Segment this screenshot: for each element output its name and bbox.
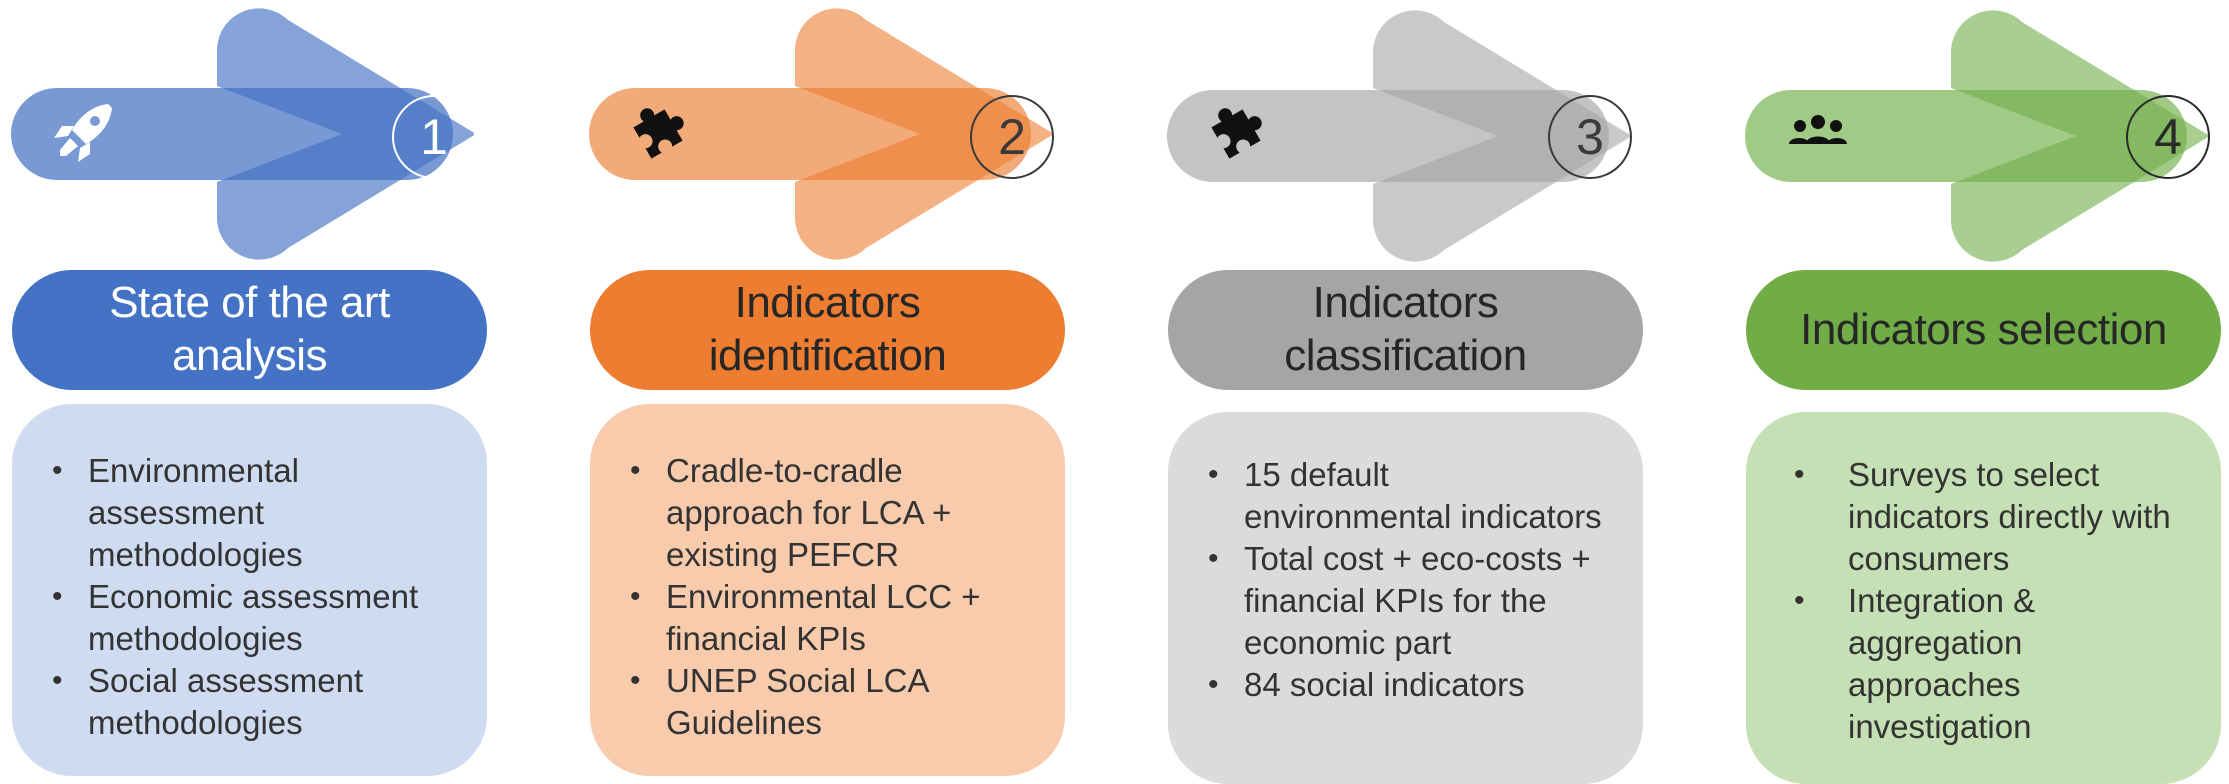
list-item: Integration & aggregation approaches inv… [1786, 580, 2181, 748]
step-2-arrow [589, 8, 1054, 260]
step-title: Indicators classification [1168, 270, 1643, 390]
step-title: State of the art analysis [12, 270, 487, 390]
list-item: Cradle-to-cradle approach for LCA + exis… [630, 450, 1025, 576]
step-number: 4 [2126, 95, 2210, 179]
step-title: Indicators selection [1746, 270, 2221, 390]
step-3: 3 Indicators classification 15 default e… [1167, 0, 1643, 784]
step-1: 1 State of the art analysis Environmenta… [11, 0, 487, 776]
step-details: 15 default environmental indicators Tota… [1168, 412, 1643, 784]
list-item: 15 default environmental indicators [1208, 454, 1603, 538]
step-number: 1 [392, 95, 476, 179]
list-item: 84 social indicators [1208, 664, 1603, 706]
step-title: Indicators identification [590, 270, 1065, 390]
step-3-arrow [1167, 10, 1632, 262]
list-item: Total cost + eco-costs + financial KPIs … [1208, 538, 1603, 664]
list-item: Environmental assessment methodologies [52, 450, 447, 576]
people-group-icon [1782, 96, 1854, 168]
step-4-arrow [1745, 10, 2210, 262]
step-1-arrow [11, 8, 476, 260]
list-item: Social assessment methodologies [52, 660, 447, 744]
list-item: Environmental LCC + financial KPIs [630, 576, 1025, 660]
list-item: Economic assessment methodologies [52, 576, 447, 660]
step-2: 2 Indicators identification Cradle-to-cr… [589, 0, 1065, 776]
step-details: Cradle-to-cradle approach for LCA + exis… [590, 404, 1065, 776]
puzzle-icon [1204, 96, 1276, 168]
puzzle-icon [626, 96, 698, 168]
list-item: UNEP Social LCA Guidelines [630, 660, 1025, 744]
step-number: 2 [970, 95, 1054, 179]
rocket-icon [48, 96, 120, 168]
step-details: Surveys to select indicators directly wi… [1746, 412, 2221, 784]
list-item: Surveys to select indicators directly wi… [1786, 454, 2181, 580]
step-number: 3 [1548, 95, 1632, 179]
step-details: Environmental assessment methodologies E… [12, 404, 487, 776]
step-4: 4 Indicators selection Surveys to select… [1745, 0, 2221, 784]
